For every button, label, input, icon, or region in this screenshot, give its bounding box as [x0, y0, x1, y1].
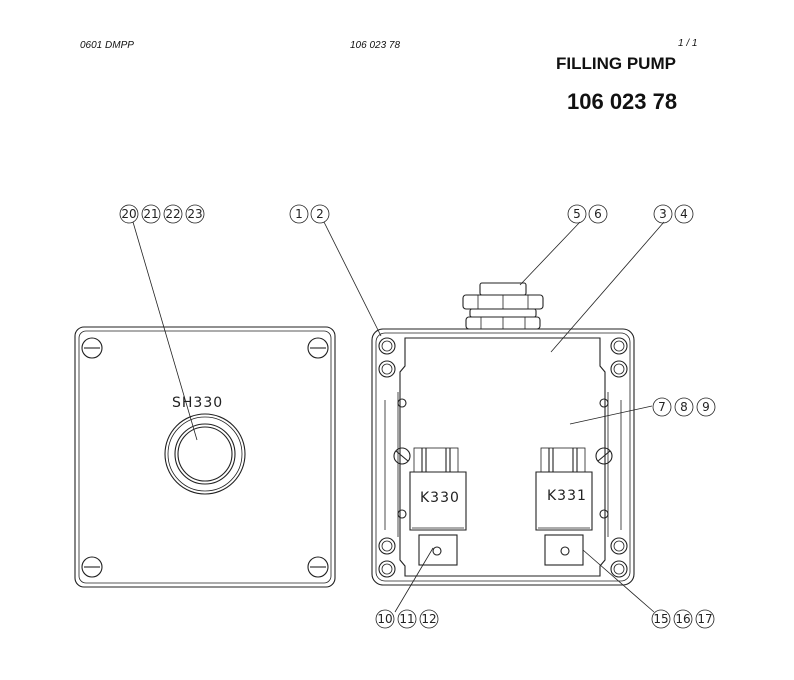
- switch-label: SH330: [172, 395, 223, 411]
- balloon-10: 10: [377, 612, 392, 626]
- enclosure-hole-lower-left: [378, 560, 396, 578]
- balloon-9: 9: [702, 400, 710, 414]
- enclosure-hole-upper-left: [378, 360, 396, 378]
- balloon-5: 5: [573, 207, 581, 221]
- rail-screw-right: [595, 447, 613, 465]
- leader-lines: [132, 221, 665, 613]
- balloon-4: 4: [680, 207, 688, 221]
- balloon-20: 20: [121, 207, 136, 221]
- relay-right-label: K331: [547, 488, 587, 504]
- balloon-6: 6: [594, 207, 602, 221]
- header-left-code: 0601 DMPP: [80, 40, 134, 51]
- header-middle-code: 106 023 78: [350, 40, 401, 51]
- balloon-23: 23: [187, 207, 202, 221]
- enclosure-hole-lower-right: [610, 560, 628, 578]
- cover-screw-bottom-right: [307, 556, 329, 578]
- cover-plate: SH330: [74, 326, 336, 588]
- balloon-1: 1: [295, 207, 303, 221]
- cover-screw-bottom-left: [81, 556, 103, 578]
- balloon-17: 17: [697, 612, 712, 626]
- balloon-12: 12: [421, 612, 436, 626]
- balloon-16: 16: [675, 612, 690, 626]
- balloon-group-3-4: 3 4: [653, 204, 694, 224]
- enclosure-hole-top-left: [378, 337, 396, 355]
- balloon-3: 3: [659, 207, 667, 221]
- enclosure-box: [371, 328, 635, 586]
- balloon-15: 15: [653, 612, 668, 626]
- relay-k331: K331: [535, 447, 593, 566]
- push-button: [164, 413, 246, 495]
- balloon-group-15-17: 15 16 17: [651, 609, 715, 629]
- enclosure-hole-bottom-left: [378, 537, 396, 555]
- enclosure-hole-upper-right: [610, 360, 628, 378]
- cover-screw-top-left: [81, 337, 103, 359]
- page-indicator: 1 / 1: [678, 38, 698, 49]
- balloon-21: 21: [143, 207, 158, 221]
- part-number: 106 023 78: [567, 89, 678, 114]
- balloon-group-20-23: 20 21 22 23: [119, 204, 205, 224]
- balloon-group-5-6: 5 6: [567, 204, 608, 224]
- balloon-11: 11: [399, 612, 414, 626]
- balloon-group-7-9: 7 8 9: [652, 397, 716, 417]
- enclosure-hole-bottom-right: [610, 537, 628, 555]
- balloon-2: 2: [316, 207, 324, 221]
- enclosure-hole-top-right: [610, 337, 628, 355]
- cover-screw-top-right: [307, 337, 329, 359]
- balloon-22: 22: [165, 207, 180, 221]
- balloon-group-1-2: 1 2: [289, 204, 330, 224]
- relay-left-label: K330: [420, 490, 460, 506]
- balloon-8: 8: [680, 400, 688, 414]
- rail-screw-left: [393, 447, 411, 465]
- balloon-7: 7: [658, 400, 666, 414]
- drawing-title: FILLING PUMP: [556, 54, 676, 73]
- cable-gland: [462, 282, 544, 330]
- relay-k330: K330: [409, 447, 467, 566]
- balloon-group-10-12: 10 11 12: [375, 609, 439, 629]
